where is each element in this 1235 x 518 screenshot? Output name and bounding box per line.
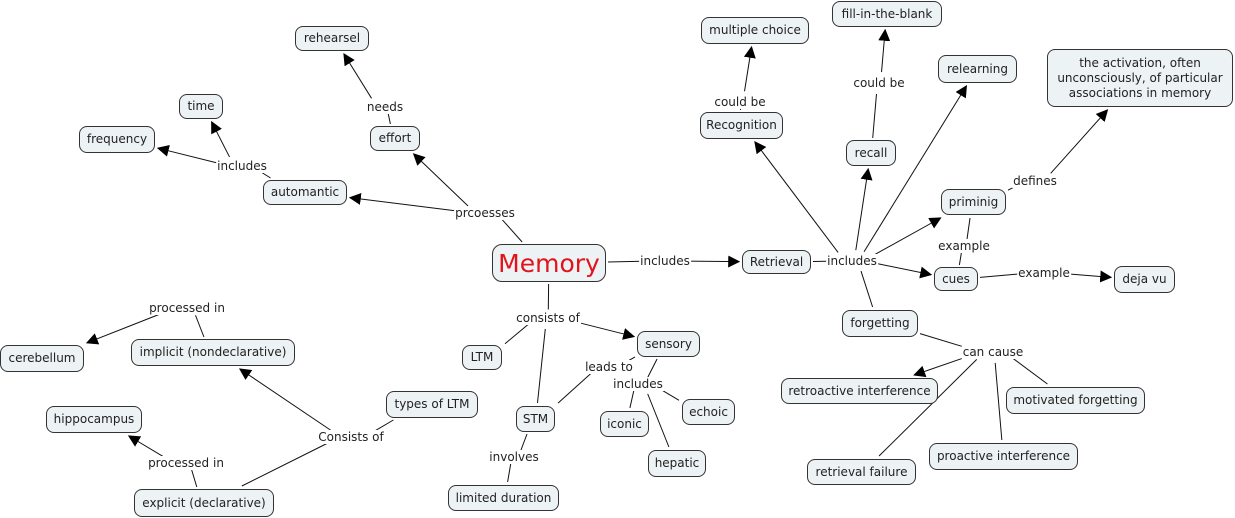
connector-l-can-cause-to-motivated: [1011, 357, 1048, 385]
connector-l-retr-includes-to-recognition: [754, 141, 839, 253]
concept-node-hippocampus[interactable]: hippocampus: [46, 406, 142, 433]
concept-node-frequency[interactable]: frequency: [79, 126, 155, 153]
concept-node-recognition[interactable]: Recognition: [700, 112, 783, 139]
connector-l-retr-includes-to-relearning: [863, 84, 968, 253]
connector-l-prcoesses-from-memory: [501, 219, 523, 243]
link-phrase-l-auto-includes[interactable]: includes: [216, 159, 268, 173]
link-phrase-l-sens-includes[interactable]: includes: [612, 377, 664, 391]
link-phrase-l-retr-includes[interactable]: includes: [826, 254, 878, 268]
connector-l-auto-includes-to-time: [211, 120, 230, 158]
concept-node-effort[interactable]: effort: [370, 126, 420, 151]
connector-l-consists-to-ltm: [504, 323, 530, 345]
concept-node-hepatic[interactable]: hepatic: [648, 450, 706, 477]
connector-l-proc-impl-to-cerebellum: [85, 311, 167, 345]
link-phrase-l-rec-could[interactable]: could be: [713, 95, 767, 109]
connector-l-involves-to-limited-duration: [507, 463, 512, 483]
connector-l-example2-to-deja-vu: [1065, 270, 1113, 283]
connector-l-example1-from-cues: [958, 250, 963, 266]
link-phrase-l-consists[interactable]: consists of: [515, 311, 581, 325]
concept-node-memory[interactable]: Memory: [492, 244, 606, 282]
connector-l-includes-main-from-memory: [607, 260, 644, 263]
connector-l-retr-includes-to-recall: [855, 167, 873, 251]
concept-node-cerebellum[interactable]: cerebellum: [0, 345, 84, 372]
concept-node-proactive[interactable]: proactive interference: [929, 443, 1078, 470]
connector-l-proc-expl-to-hippocampus: [127, 435, 167, 459]
concept-node-retroactive[interactable]: retroactive interference: [781, 378, 938, 404]
concept-node-motivated[interactable]: motivated forgetting: [1006, 387, 1145, 414]
link-phrase-l-includes-main[interactable]: includes: [639, 254, 691, 268]
link-phrase-l-defines[interactable]: defines: [1012, 174, 1058, 188]
concept-node-retrieval-failure[interactable]: retrieval failure: [807, 459, 916, 485]
concept-node-sensory[interactable]: sensory: [637, 331, 700, 357]
concept-node-iconic[interactable]: iconic: [600, 411, 649, 437]
connector-l-needs-to-rehearsel: [343, 52, 372, 99]
link-phrase-l-recall-could[interactable]: could be: [852, 76, 906, 90]
concept-node-time[interactable]: time: [179, 94, 223, 119]
concept-node-limited-duration[interactable]: limited duration: [448, 485, 559, 511]
concept-node-echoic[interactable]: echoic: [682, 399, 735, 425]
concept-node-implicit[interactable]: implicit (nondeclarative): [131, 339, 295, 366]
concept-node-rehearsel[interactable]: rehearsel: [295, 26, 369, 51]
connector-l-can-cause-to-proactive: [994, 362, 1003, 441]
connector-l-leads-to-stm: [557, 372, 592, 404]
concept-node-automantic[interactable]: automantic: [263, 180, 347, 205]
connector-l-sens-includes-from-sensory: [647, 358, 658, 378]
connector-l-includes-main-to-retrieval: [686, 255, 741, 268]
concept-node-stm[interactable]: STM: [516, 406, 555, 432]
link-phrase-l-proc-expl[interactable]: processed in: [147, 456, 225, 470]
connector-l-sens-includes-to-hepatic: [647, 393, 670, 448]
connector-l-proc-expl-from-explicit: [190, 468, 198, 488]
connector-l-retr-includes-to-priminig: [871, 217, 942, 257]
connector-l-involves-from-stm: [520, 433, 528, 452]
connector-l-auto-includes-to-frequency: [156, 144, 221, 165]
link-phrase-l-needs[interactable]: needs: [365, 100, 405, 114]
connector-l-retr-includes-to-forgetting: [860, 270, 874, 308]
link-phrase-l-can-cause[interactable]: can cause: [961, 345, 1025, 359]
concept-node-retrieval[interactable]: Retrieval: [742, 250, 811, 274]
connector-l-example1-to-priminig: [966, 217, 971, 240]
connector-l-consists-ltm-to-explicit: [241, 441, 332, 487]
link-phrase-l-example2[interactable]: example: [1017, 266, 1071, 280]
link-phrase-l-consists-ltm[interactable]: Consists of: [317, 430, 385, 444]
concept-node-relearning[interactable]: relearning: [938, 55, 1017, 83]
concept-node-cues[interactable]: cues: [934, 267, 978, 291]
link-phrase-l-prcoesses[interactable]: prcoesses: [454, 206, 516, 220]
concept-node-priminig[interactable]: priminig: [941, 189, 1006, 215]
connector-l-prcoesses-to-effort: [412, 153, 469, 207]
concept-node-types-ltm[interactable]: types of LTM: [386, 391, 478, 418]
connector-l-consists-to-stm: [536, 328, 546, 404]
connector-l-rec-could-to-multiple-choice: [743, 45, 756, 92]
connector-l-can-cause-to-retrieval-failure: [878, 359, 978, 457]
concept-node-fill-blank[interactable]: fill-in-the-blank: [832, 1, 942, 27]
link-phrase-l-leads[interactable]: leads to: [584, 360, 634, 374]
connector-l-recall-could-from-recall: [872, 93, 878, 139]
connector-l-example2-from-cues: [979, 273, 1023, 278]
connector-l-proc-impl-from-implicit: [195, 315, 205, 338]
concept-node-forgetting[interactable]: forgetting: [842, 310, 918, 337]
connector-l-consists-ltm-to-implicit: [238, 368, 333, 432]
concept-node-activation[interactable]: the activation, often unconsciously, of …: [1047, 49, 1233, 107]
link-phrase-l-proc-impl[interactable]: processed in: [148, 301, 226, 315]
concept-node-deja-vu[interactable]: deja vu: [1114, 266, 1175, 293]
link-phrase-l-involves[interactable]: involves: [488, 450, 540, 464]
connector-l-prcoesses-to-automantic: [348, 193, 464, 213]
connector-l-sens-includes-to-iconic: [629, 389, 635, 409]
connector-l-retr-includes-to-cues: [873, 262, 933, 279]
concept-node-recall[interactable]: recall: [846, 140, 896, 166]
concept-node-multiple-choice[interactable]: multiple choice: [701, 17, 809, 44]
connector-l-recall-could-to-fill-blank: [878, 28, 891, 73]
concept-node-explicit[interactable]: explicit (declarative): [134, 489, 274, 517]
connector-l-defines-to-activation: [1050, 109, 1109, 174]
link-phrase-l-example1[interactable]: example: [937, 239, 991, 253]
concept-node-ltm[interactable]: LTM: [462, 345, 502, 370]
